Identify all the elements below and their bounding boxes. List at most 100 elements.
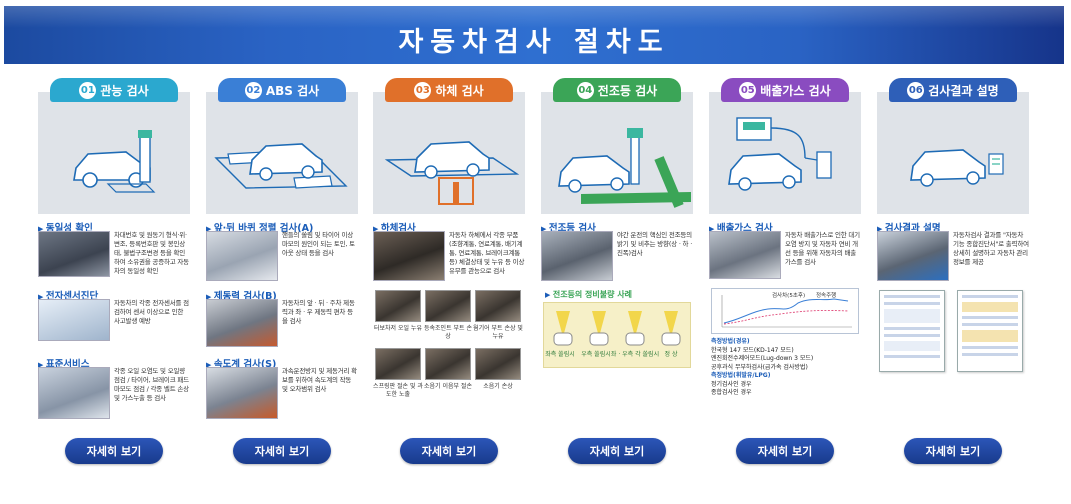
car-inspection-icon (73, 130, 156, 193)
step-illustration (373, 92, 525, 214)
measurement-methods: 측정방법(경유) 한국형 147 모드(KD-147 모드) 엔진회전수제어모드… (711, 338, 861, 398)
report-document-1 (879, 290, 945, 372)
step-tab: 06 검사결과 설명 (889, 78, 1017, 102)
step-number: 02 (244, 81, 262, 99)
step-number: 03 (414, 81, 432, 99)
brake-tester-icon (214, 143, 348, 189)
brake-roller-photo (206, 299, 278, 347)
step-number: 05 (739, 81, 757, 99)
section-heading: 속도계 검사(S) (206, 356, 277, 370)
defect-photo (425, 348, 471, 380)
undercarriage-photo (373, 231, 445, 281)
defect-caption: 터보차저 오일 누유 (374, 325, 422, 332)
method-item: 한국형 147 모드(KD-147 모드) (711, 346, 794, 354)
step-title: 검사결과 설명 (928, 83, 999, 98)
method-item: 공후과식 무부하검사(급가속 검사방법) (711, 363, 808, 371)
car-service-photo (38, 367, 110, 419)
step-column-4: 04 전조등 검사 전조등 검사 야간 운전의 핵심인 전조등의 밝기 및 비추… (541, 78, 693, 498)
step-tab: 02 ABS 검사 (218, 78, 346, 102)
detail-button[interactable]: 자세히 보기 (65, 438, 163, 464)
result-report-icon (910, 149, 1004, 187)
step-column-1: 01 관능 검사 동일성 확인 차대번호 및 원동기 형식·위·변조, 등록번호… (38, 78, 190, 498)
emission-chart: 검사차(5초후) 정속주행 (711, 288, 859, 334)
defect-photo (425, 290, 471, 322)
section-heading: 제동력 검사(B) (206, 288, 277, 302)
section-heading: 하체검사 (373, 220, 416, 234)
step-illustration (541, 92, 693, 214)
case-label: 정 상 (664, 351, 678, 358)
title-banner: 자동차검사 절차도 (4, 6, 1064, 64)
section-heading: 배출가스 검사 (709, 220, 773, 234)
step-column-3: 03 하체 검사 하체검사 자동차 하체에서 각종 부품(조향계통, 연료계통,… (373, 78, 525, 498)
wheel-alignment-photo (206, 231, 278, 281)
section-heading: 표준서비스 (38, 356, 90, 370)
section-description: 핸들의 쏠림 및 타이어 이상 마모의 원인이 되는 토인, 토아웃 상태 등을… (282, 231, 355, 257)
step-number: 01 (79, 81, 97, 99)
speedometer-test-photo (206, 367, 278, 419)
section-description: 각종 오일 오염도 및 오일량 점검 / 타이어, 브레이크 패드 마모도 점검… (114, 367, 189, 402)
step-tab: 03 하체 검사 (385, 78, 513, 102)
section-description: 과속운전방지 및 제동거리 확보를 위하여 속도계의 작동 및 오차범위 검사 (282, 367, 357, 393)
defect-caption: 소음기 손상 (483, 383, 513, 390)
section-heading: 동일성 확인 (38, 220, 93, 234)
method-item: 엔진회전수제어모드(Lug-down 3 모드) (711, 355, 814, 362)
step-title: 관능 검사 (100, 83, 149, 98)
section-description: 차대번호 및 원동기 형식·위·변조, 등록번호판 및 봉인상태, 불법구조변경… (114, 231, 189, 275)
detail-button[interactable]: 자세히 보기 (904, 438, 1002, 464)
method-heading: 측정방법(경유) (711, 338, 750, 345)
case-label: 좌측 쏠림시 (545, 351, 575, 358)
lift-pit-icon (384, 141, 520, 205)
step-illustration (877, 92, 1029, 214)
page-title: 자동차검사 절차도 (398, 27, 670, 58)
defect-cases-heading: 전조등의 정비불량 사례 (545, 289, 632, 300)
case-label: 좌 · 우측 각 쏠림시 (610, 351, 660, 358)
step-illustration (206, 92, 358, 214)
step-illustration (38, 92, 190, 214)
chart-legend-2: 정속주행 (816, 293, 837, 299)
section-description: 자동차 하체에서 각종 부품(조향계통, 연료계통, 배기계통, 연료계통, 브… (449, 231, 525, 275)
detail-button[interactable]: 자세히 보기 (400, 438, 498, 464)
report-document-2 (957, 290, 1023, 372)
defect-photo (475, 348, 521, 380)
diagnostic-screen-photo (38, 299, 110, 341)
emission-curve-graphic (721, 295, 852, 328)
section-heading: 검사결과 설명 (877, 220, 941, 234)
section-heading: 앞·뒤 바퀴 정렬 검사(A) (206, 220, 314, 234)
section-description: 자동차의 앞 · 뒤 · 주차 제동력과 좌 · 우 제동력 편차 등을 검사 (282, 299, 355, 325)
step-column-5: 05 배출가스 검사 배출가스 검사 자동차 배출가스로 인한 대기 오염 방지… (709, 78, 861, 498)
defect-caption: 소음기 이음부 절손 (424, 383, 472, 390)
chart-legend-1: 검사차(5초후) (772, 293, 806, 299)
case-label: 우측 쏠림시 (581, 351, 611, 358)
step-number: 04 (576, 81, 594, 99)
headlight-beam-icons (553, 311, 681, 346)
step-tab: 01 관능 검사 (50, 78, 178, 102)
method-item: 정기검사인 경우 (711, 380, 752, 388)
defect-caption: 등속조인트 부트 손상 (424, 325, 472, 340)
section-description: 자동차검사 결과를 "자동차 기능 종합진단서"로 출력하여 상세히 설명하고 … (953, 231, 1029, 266)
detail-button[interactable]: 자세히 보기 (568, 438, 666, 464)
defect-caption: 웜기어 부트 손상 및 누유 (473, 325, 523, 340)
headlight-tester-icon (558, 128, 691, 208)
defect-photo (375, 290, 421, 322)
headlight-test-photo (541, 231, 613, 281)
section-description: 야간 운전의 핵심인 전조등의 밝기 및 비추는 방향(상 · 하 · 진폭)검… (617, 231, 693, 257)
step-tab: 04 전조등 검사 (553, 78, 681, 102)
section-description: 자동차의 각종 전자센서를 점검하여 센서 이상으로 인한 사고발생 예방 (114, 299, 189, 325)
step-title: 전조등 검사 (597, 83, 658, 98)
exhaust-analyzer-icon (728, 117, 832, 191)
consultation-photo (877, 231, 949, 281)
section-heading: 전자센서진단 (38, 288, 98, 302)
detail-button[interactable]: 자세히 보기 (233, 438, 331, 464)
step-title: ABS 검사 (265, 83, 320, 98)
detail-button[interactable]: 자세히 보기 (736, 438, 834, 464)
headlight-cases-panel: 좌측 쏠림시 우측 쏠림시 좌 · 우측 각 쏠림시 정 상 (543, 302, 691, 368)
defect-photo (475, 290, 521, 322)
defect-photo (375, 348, 421, 380)
step-column-2: 02 ABS 검사 앞·뒤 바퀴 정렬 검사(A) 핸들의 쏠림 및 타이어 이… (206, 78, 358, 498)
section-description: 자동차 배출가스로 인한 대기 오염 방지 및 자동차 연비 개선 등을 위해 … (785, 231, 860, 266)
step-number: 06 (907, 81, 925, 99)
step-illustration (709, 92, 861, 214)
method-heading: 측정방법(휘발유/LPG) (711, 372, 771, 379)
exhaust-test-photo (709, 231, 781, 279)
step-tab: 05 배출가스 검사 (721, 78, 849, 102)
